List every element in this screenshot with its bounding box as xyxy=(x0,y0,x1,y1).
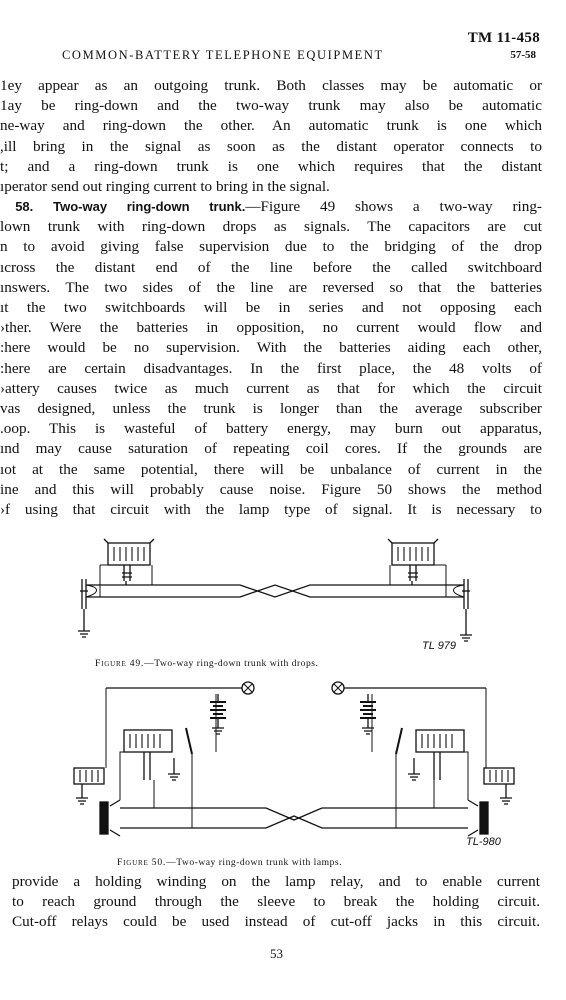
text-line: ›ther. Were the batteries in opposition,… xyxy=(0,319,542,337)
text-line: lown trunk with ring-down drops as signa… xyxy=(0,218,542,236)
left-jack-symbol xyxy=(99,799,121,837)
right-lamp-symbol xyxy=(331,681,486,695)
text-line: :here are certain disadvantages. In the … xyxy=(0,359,542,377)
figure-49-drawing-label: TL 979 xyxy=(422,640,457,652)
figure-50-caption: Figure 50.—Two-way ring-down trunk with … xyxy=(117,857,342,868)
text-line: Cut-off relays could be used instead of … xyxy=(12,913,540,931)
page-number: 53 xyxy=(270,946,283,961)
trunk-conductors xyxy=(105,688,487,829)
text-line: ıperator send out ringing current to bri… xyxy=(0,178,330,196)
figure-50-drawing-label: TL-980 xyxy=(466,836,501,848)
left-drop-symbol xyxy=(103,538,155,581)
left-jack-symbol xyxy=(78,579,90,638)
left-repeating-coil xyxy=(73,767,105,805)
text-line: ıcross the distant end of the line befor… xyxy=(0,258,542,276)
figure-49-schematic xyxy=(78,538,472,642)
left-lamp-symbol xyxy=(106,681,255,695)
text-line: ›f using that circuit with the lamp type… xyxy=(0,501,542,519)
continuation-paragraph: provide a holding winding on the lamp re… xyxy=(12,872,540,933)
right-jack-symbol xyxy=(460,579,472,642)
section-heading: Two-way ring-down trunk. xyxy=(53,199,246,214)
figure-50-caption-label: Figure 50. xyxy=(117,857,167,868)
figure-49-caption-label: Figure 49. xyxy=(95,658,145,669)
text-line: ınd may cause saturation of repeating co… xyxy=(0,440,542,458)
right-jack-symbol xyxy=(467,799,489,837)
text-line: n to avoid giving false supervision due … xyxy=(0,238,542,256)
paragraph-58: 58. Two-way ring-down trunk.—Figure 49 s… xyxy=(0,197,542,520)
text-line: ıt the two switchboards will be in serie… xyxy=(0,299,542,317)
text-line: ine and this will probably cause noise. … xyxy=(0,480,542,498)
text-line: ınswers. The two sides of the line are r… xyxy=(0,278,542,296)
text-line: to reach ground through the sleeve to br… xyxy=(12,893,540,911)
left-battery-symbol xyxy=(210,694,226,735)
manual-number: TM 11-458 xyxy=(467,30,540,46)
paragraph-57-tail: 1ey appear as an outgoing trunk. Both cl… xyxy=(0,76,542,197)
right-battery-symbol xyxy=(360,694,376,735)
paragraph-58-first-line: 58. Two-way ring-down trunk.—Figure 49 s… xyxy=(0,197,542,217)
text-line: ›attery causes twice as much current as … xyxy=(0,379,542,397)
text-line: 1ey appear as an outgoing trunk. Both cl… xyxy=(0,77,542,94)
text-line: t; and a ring-down trunk is one which re… xyxy=(0,157,542,175)
right-drop-symbol xyxy=(387,538,439,581)
figure-49-caption: Figure 49.—Two-way ring-down trunk with … xyxy=(95,658,318,669)
right-repeating-coil xyxy=(483,767,515,805)
figure-50-schematic xyxy=(73,681,515,837)
section-range: 57-58 xyxy=(510,49,536,61)
text-line: 1ay be ring-down and the two-way trunk m… xyxy=(0,97,542,115)
text-line: ,ill bring in the signal as soon as the … xyxy=(0,137,542,155)
text-line: ne-way and ring-down the other. An autom… xyxy=(0,117,542,135)
text-line: provide a holding winding on the lamp re… xyxy=(12,873,540,890)
section-number: 58. xyxy=(15,199,34,214)
running-head: COMMON-BATTERY TELEPHONE EQUIPMENT xyxy=(62,48,384,62)
trunk-conductors xyxy=(85,564,465,598)
text-line: vas designed, unless the trunk is longer… xyxy=(0,400,542,418)
right-relay-symbol xyxy=(395,727,465,781)
text-line: .oop. This is wasteful of battery energy… xyxy=(0,420,542,438)
text-line: ıot at the same potential, there will be… xyxy=(0,460,542,478)
text-line: :here would be no supervision. With the … xyxy=(0,339,542,357)
text-line: —Figure 49 shows a two-way ring- xyxy=(245,198,542,215)
figure-49-caption-text: —Two-way ring-down trunk with drops. xyxy=(144,658,319,669)
left-relay-symbol xyxy=(123,727,193,781)
figure-50-caption-text: —Two-way ring-down trunk with lamps. xyxy=(166,857,342,868)
